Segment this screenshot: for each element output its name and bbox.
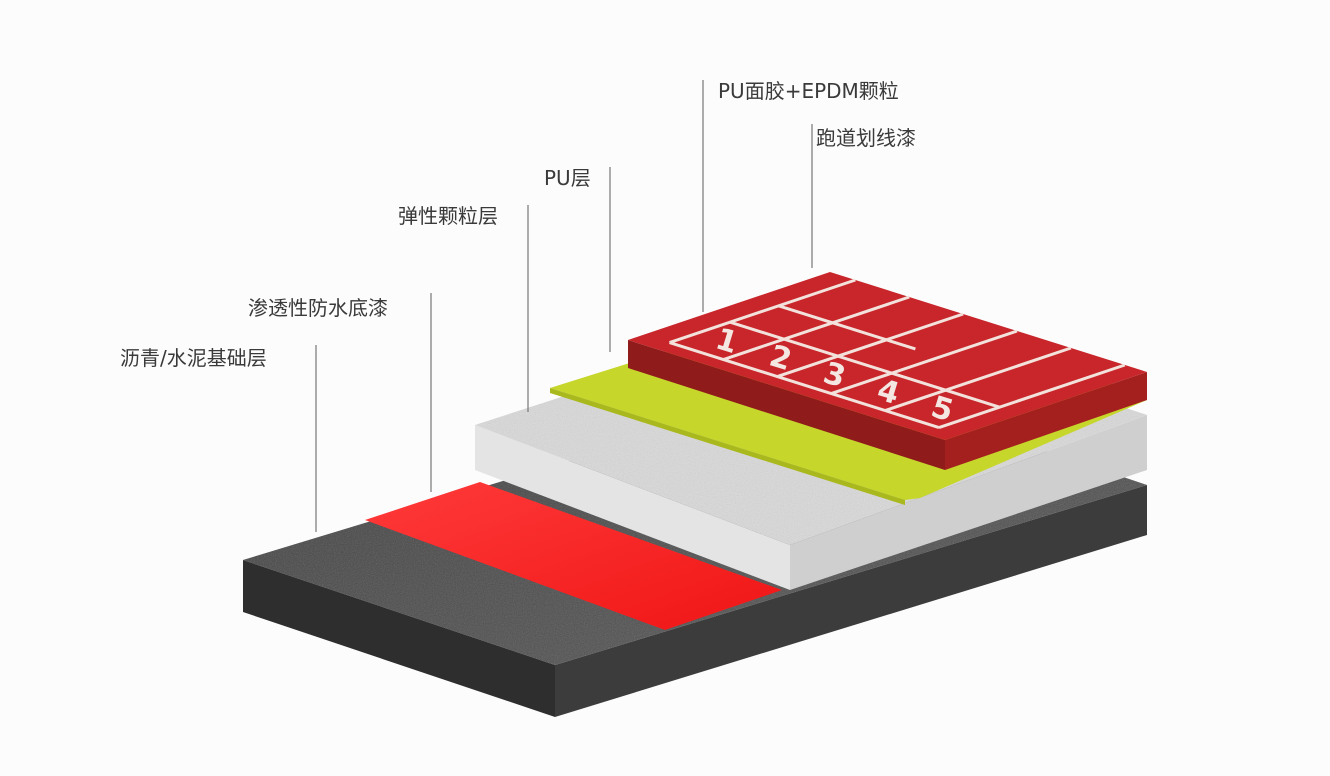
lane-line — [669, 341, 940, 429]
lane-line — [778, 304, 916, 351]
label-base-layer: 沥青/水泥基础层 — [120, 346, 267, 370]
lane-line — [884, 346, 1072, 412]
label-pu-top-epdm: PU面胶+EPDM颗粒 — [718, 79, 899, 103]
label-elastic-granule-layer: 弹性颗粒层 — [398, 204, 498, 228]
lane-line — [830, 329, 1018, 395]
label-pu-layer: PU层 — [544, 166, 591, 190]
lane-line — [669, 278, 856, 344]
lane-line — [776, 312, 964, 378]
lane-line — [729, 320, 1001, 409]
label-track-line-paint: 跑道划线漆 — [816, 126, 916, 150]
waterproof-primer-layer — [365, 482, 782, 630]
lane-line — [722, 295, 910, 361]
label-waterproof-primer: 渗透性防水底漆 — [248, 296, 388, 320]
lane-line — [938, 363, 1126, 429]
track-lane-lines — [669, 278, 1126, 429]
